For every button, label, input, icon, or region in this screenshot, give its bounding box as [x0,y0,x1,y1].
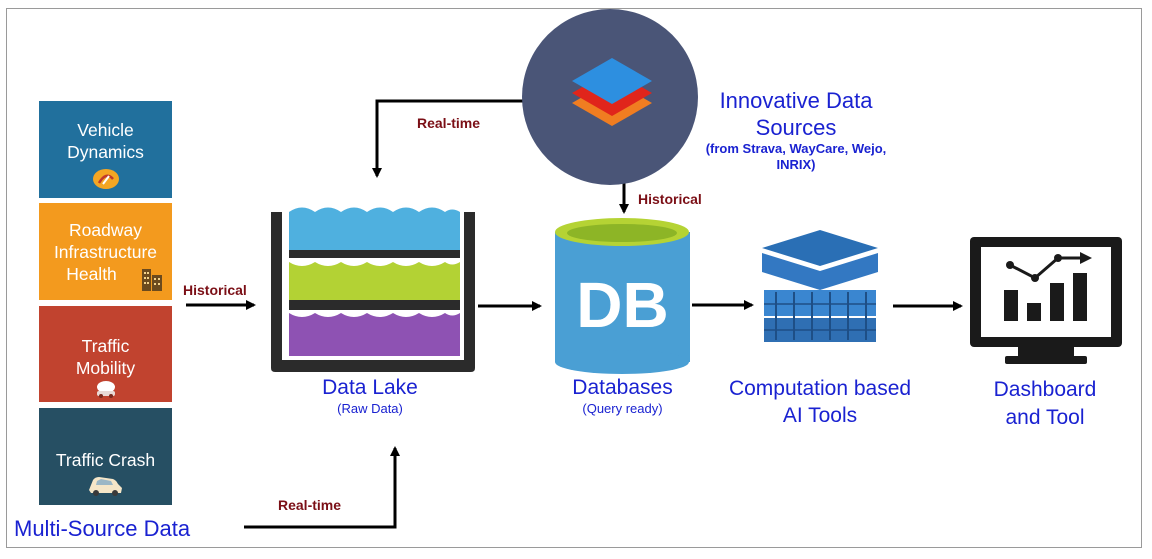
computation-label: Computation based AI Tools [700,375,940,429]
source-label: Roadway [69,220,142,240]
arrow-realtime-bottom [244,446,400,529]
source-label: Health [66,264,117,284]
innovative-subtitle-line1: (from Strava, WayCare, Wejo, [705,141,887,156]
source-label: Vehicle [77,120,134,140]
innovative-title-line1: Innovative Data [719,88,873,113]
databases-title: Databases [572,376,673,399]
source-traffic-mobility: Traffic Mobility [39,306,172,402]
database-icon [555,218,690,374]
source-roadway-infrastructure-health: Roadway Infrastructure Health [39,203,172,300]
data-lake-subtitle: (Raw Data) [337,401,403,416]
databases-subtitle: (Query ready) [582,401,663,416]
source-label: Infrastructure [53,242,158,262]
databases-label: Databases (Query ready) [545,375,700,417]
computation-line1: Computation based [728,377,912,400]
innovative-sources-icon [522,9,698,185]
innovative-sources-label: Innovative Data Sources (from Strava, Wa… [676,87,916,173]
building-icon [142,269,162,291]
historical-left-label: Historical [183,282,247,298]
historical-top-label: Historical [638,191,702,207]
realtime-top-label: Real-time [417,115,481,131]
database-icon-text: DB [576,269,669,341]
data-lake-label: Data Lake (Raw Data) [290,375,450,417]
source-label: Mobility [75,358,136,378]
source-label: Traffic [81,336,130,356]
source-label: Dynamics [67,142,144,162]
diagram-frame [6,8,1142,548]
innovative-subtitle-line2: INRIX) [776,157,816,172]
ai-tools-icon [762,230,878,342]
data-lake-icon [271,207,475,372]
dashboard-label: Dashboard and Tool [965,376,1125,432]
dashboard-icon [970,237,1122,364]
source-traffic-crash: Traffic Crash [39,408,172,505]
dashboard-line2: and Tool [1005,406,1085,429]
multi-source-label: Multi-Source Data [14,516,191,541]
crash-car-icon [89,477,122,496]
innovative-title-line2: Sources [755,115,837,140]
source-vehicle-dynamics: Vehicle Dynamics [39,101,172,198]
computation-line2: AI Tools [782,404,858,427]
realtime-bottom-label: Real-time [278,497,342,513]
arrow-realtime-top [372,99,525,178]
dashboard-line1: Dashboard [993,378,1097,401]
data-lake-title: Data Lake [322,376,418,399]
gauge-icon [93,169,119,189]
source-label: Traffic Crash [55,450,156,470]
mobility-icon [97,381,115,398]
